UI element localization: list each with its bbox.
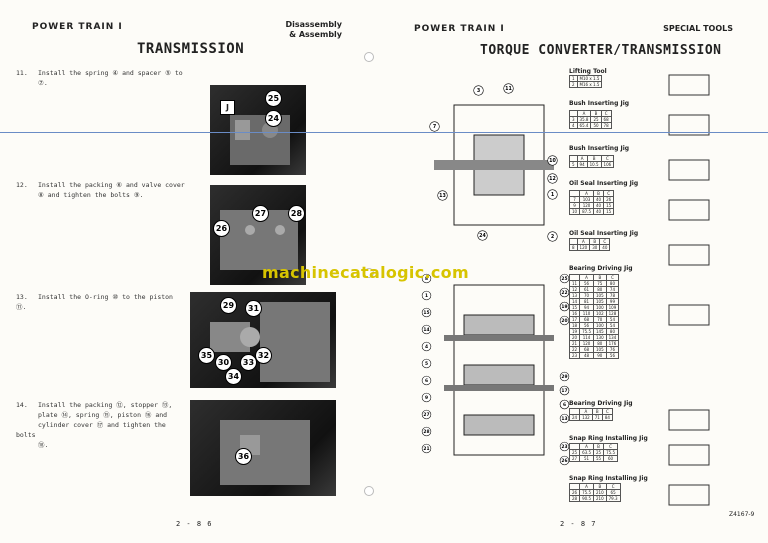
right-header: POWER TRAIN I <box>414 24 505 34</box>
drawing2-callout: 26 <box>559 455 570 466</box>
tool-sketch <box>668 244 710 266</box>
right-page-number: 2 - 8 7 <box>560 520 597 528</box>
left-page-title: TRANSMISSION <box>137 41 245 57</box>
tool-title: Bearing Driving Jig <box>569 265 633 272</box>
callout-33: 33 <box>240 354 257 371</box>
photo-step-14: 36 <box>190 400 336 496</box>
drawing2-callout: 1 <box>421 290 432 301</box>
callout-29: 29 <box>220 297 237 314</box>
callout-32: 32 <box>255 347 272 364</box>
drawing1-callout-13: 13 <box>437 190 448 201</box>
drawing2-callout: 15 <box>421 307 432 318</box>
watermark: machinecatalogic.com <box>262 263 469 282</box>
drawing2-callout: 6 <box>559 399 570 410</box>
drawing2-callout: 6 <box>421 375 432 386</box>
tool-title: Oil Seal Inserting Jig <box>569 180 639 187</box>
callout-36: 36 <box>235 448 252 465</box>
right-section-label: SPECIAL TOOLS <box>663 24 733 33</box>
drawing2-callout: 29 <box>559 371 570 382</box>
drawing2-callout: 28 <box>421 426 432 437</box>
drawing2-callout: 19 <box>559 301 570 312</box>
callout-j: J <box>220 100 235 115</box>
figure-id: Z4167-9 <box>729 511 755 518</box>
tool-sketch <box>668 444 710 466</box>
callout-30: 30 <box>215 354 232 371</box>
drawing2-callout: 14 <box>421 324 432 335</box>
callout-28: 28 <box>288 205 305 222</box>
drawing2-callout: 21 <box>421 443 432 454</box>
drawing2-callout: 13 <box>559 413 570 424</box>
tool-title: Bearing Driving Jig <box>569 400 633 407</box>
tool-title: Bush Inserting Jig <box>569 100 630 107</box>
torque-converter-drawing <box>434 104 554 226</box>
step-14: 14.Install the packing ⑫, stopper ⑬, pla… <box>16 401 173 449</box>
drawing1-callout-3: 3 <box>473 85 484 96</box>
callout-26: 26 <box>213 220 230 237</box>
drawing1-callout-1: 1 <box>547 189 558 200</box>
drawing2-callout: 8 <box>421 273 432 284</box>
tool-sketch <box>668 74 710 96</box>
binder-hole <box>364 486 374 496</box>
right-page: POWER TRAIN I SPECIAL TOOLS TORQUE CONVE… <box>384 0 768 543</box>
drawing1-callout-7: 7 <box>429 121 440 132</box>
drawing2-callout: 9 <box>421 392 432 403</box>
callout-35: 35 <box>198 347 215 364</box>
tool-sketch <box>668 484 710 506</box>
step-12: 12.Install the packing ⑥ and valve cover… <box>16 181 185 199</box>
tool-title: Bush Inserting Jig <box>569 145 630 152</box>
drawing2-callout: 23 <box>559 441 570 452</box>
drawing2-callout: 5 <box>421 358 432 369</box>
drawing1-callout-11: 11 <box>503 83 514 94</box>
right-page-title: TORQUE CONVERTER/TRANSMISSION <box>480 43 722 58</box>
drawing2-callout: 22 <box>559 287 570 298</box>
scan-line <box>0 132 768 133</box>
drawing1-callout-2: 2 <box>547 231 558 242</box>
tool-title: Snap Ring Installing Jig <box>569 475 648 482</box>
tool-sketch <box>668 114 710 136</box>
transmission-drawing <box>444 284 554 456</box>
drawing1-callout-24: 24 <box>477 230 488 241</box>
tool-title: Lifting Tool <box>569 68 607 75</box>
photo-step-11: J 25 24 <box>210 85 306 175</box>
tool-sketch <box>668 159 710 181</box>
tool-title: Oil Seal Inserting Jig <box>569 230 639 237</box>
step-11: 11.Install the spring ④ and spacer ⑤ to … <box>16 69 183 87</box>
tool-sketch <box>668 304 710 326</box>
drawing2-callout: 4 <box>421 341 432 352</box>
left-page: POWER TRAIN I Disassembly & Assembly TRA… <box>16 20 374 528</box>
callout-27: 27 <box>252 205 269 222</box>
drawing2-callout: 20 <box>559 315 570 326</box>
step-13: 13.Install the O-ring ⑩ to the piston ⑪. <box>16 293 173 311</box>
left-page-number: 2 - 8 6 <box>176 520 213 528</box>
drawing2-callout: 25 <box>559 273 570 284</box>
tool-title: Snap Ring Installing Jig <box>569 435 648 442</box>
callout-25: 25 <box>265 90 282 107</box>
photo-step-12: 27 28 26 <box>210 185 306 285</box>
tool-sketch <box>668 409 710 431</box>
left-section-label: Disassembly & Assembly <box>285 20 342 39</box>
drawing2-callout: 27 <box>421 409 432 420</box>
drawing2-callout: 17 <box>559 385 570 396</box>
callout-24: 24 <box>265 110 282 127</box>
left-header: POWER TRAIN I <box>32 22 123 32</box>
drawing1-callout-10: 10 <box>547 155 558 166</box>
binder-hole <box>364 268 374 278</box>
callout-31: 31 <box>245 300 262 317</box>
photo-step-13: 29 31 35 30 33 34 32 <box>190 292 336 388</box>
binder-hole <box>364 52 374 62</box>
tool-sketch <box>668 199 710 221</box>
callout-34: 34 <box>225 368 242 385</box>
drawing1-callout-12: 12 <box>547 173 558 184</box>
